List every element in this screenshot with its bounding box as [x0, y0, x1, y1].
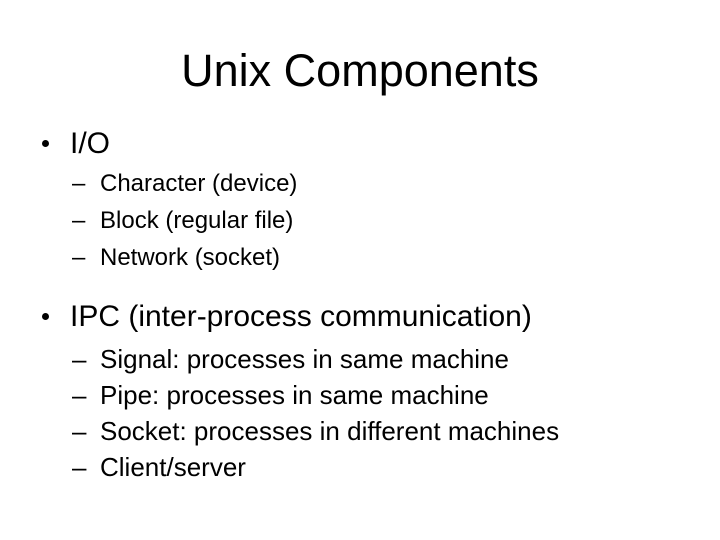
dash-bullet-icon: – — [72, 452, 87, 482]
bullet-level1-io: I/O — [0, 125, 720, 163]
dash-bullet-icon: – — [72, 344, 87, 374]
bullet-level2-label: Block (regular file) — [100, 207, 294, 234]
bullet-dot-icon — [42, 313, 49, 320]
bullet-level2-character: – Character (device) — [0, 165, 720, 202]
bullet-level2-label: Signal: processes in same machine — [100, 344, 509, 374]
bullet-level2-network: – Network (socket) — [0, 239, 720, 276]
bullet-level1-label: IPC (inter-process communication) — [70, 300, 532, 333]
bullet-level2-label: Client/server — [100, 452, 246, 482]
bullet-level2-label: Character (device) — [100, 170, 298, 197]
bullet-level1-label: I/O — [70, 127, 111, 160]
dash-bullet-icon: – — [72, 207, 86, 234]
bullet-level2-client-server: – Client/server — [0, 449, 720, 485]
page-title: Unix Components — [181, 45, 539, 96]
bullet-group-ipc: IPC (inter-process communication) – Sign… — [0, 298, 720, 485]
bullet-level2-signal: – Signal: processes in same machine — [0, 341, 720, 377]
spacer — [0, 276, 720, 298]
dash-bullet-icon: – — [72, 170, 86, 197]
bullet-level2-label: Socket: processes in different machines — [100, 416, 560, 446]
bullet-level2-socket: – Socket: processes in different machine… — [0, 413, 720, 449]
dash-bullet-icon: – — [72, 380, 87, 410]
dash-bullet-icon: – — [72, 416, 87, 446]
bullet-dot-icon — [42, 140, 49, 147]
dash-bullet-icon: – — [72, 244, 86, 271]
bullet-level2-pipe: – Pipe: processes in same machine — [0, 377, 720, 413]
bullet-group-io: I/O – Character (device) – Block (regula… — [0, 125, 720, 276]
slide-body: I/O – Character (device) – Block (regula… — [0, 125, 720, 485]
bullet-level2-label: Network (socket) — [100, 244, 281, 271]
bullet-level2-label: Pipe: processes in same machine — [100, 380, 489, 410]
bullet-level2-block: – Block (regular file) — [0, 202, 720, 239]
bullet-level1-ipc: IPC (inter-process communication) — [0, 298, 720, 336]
